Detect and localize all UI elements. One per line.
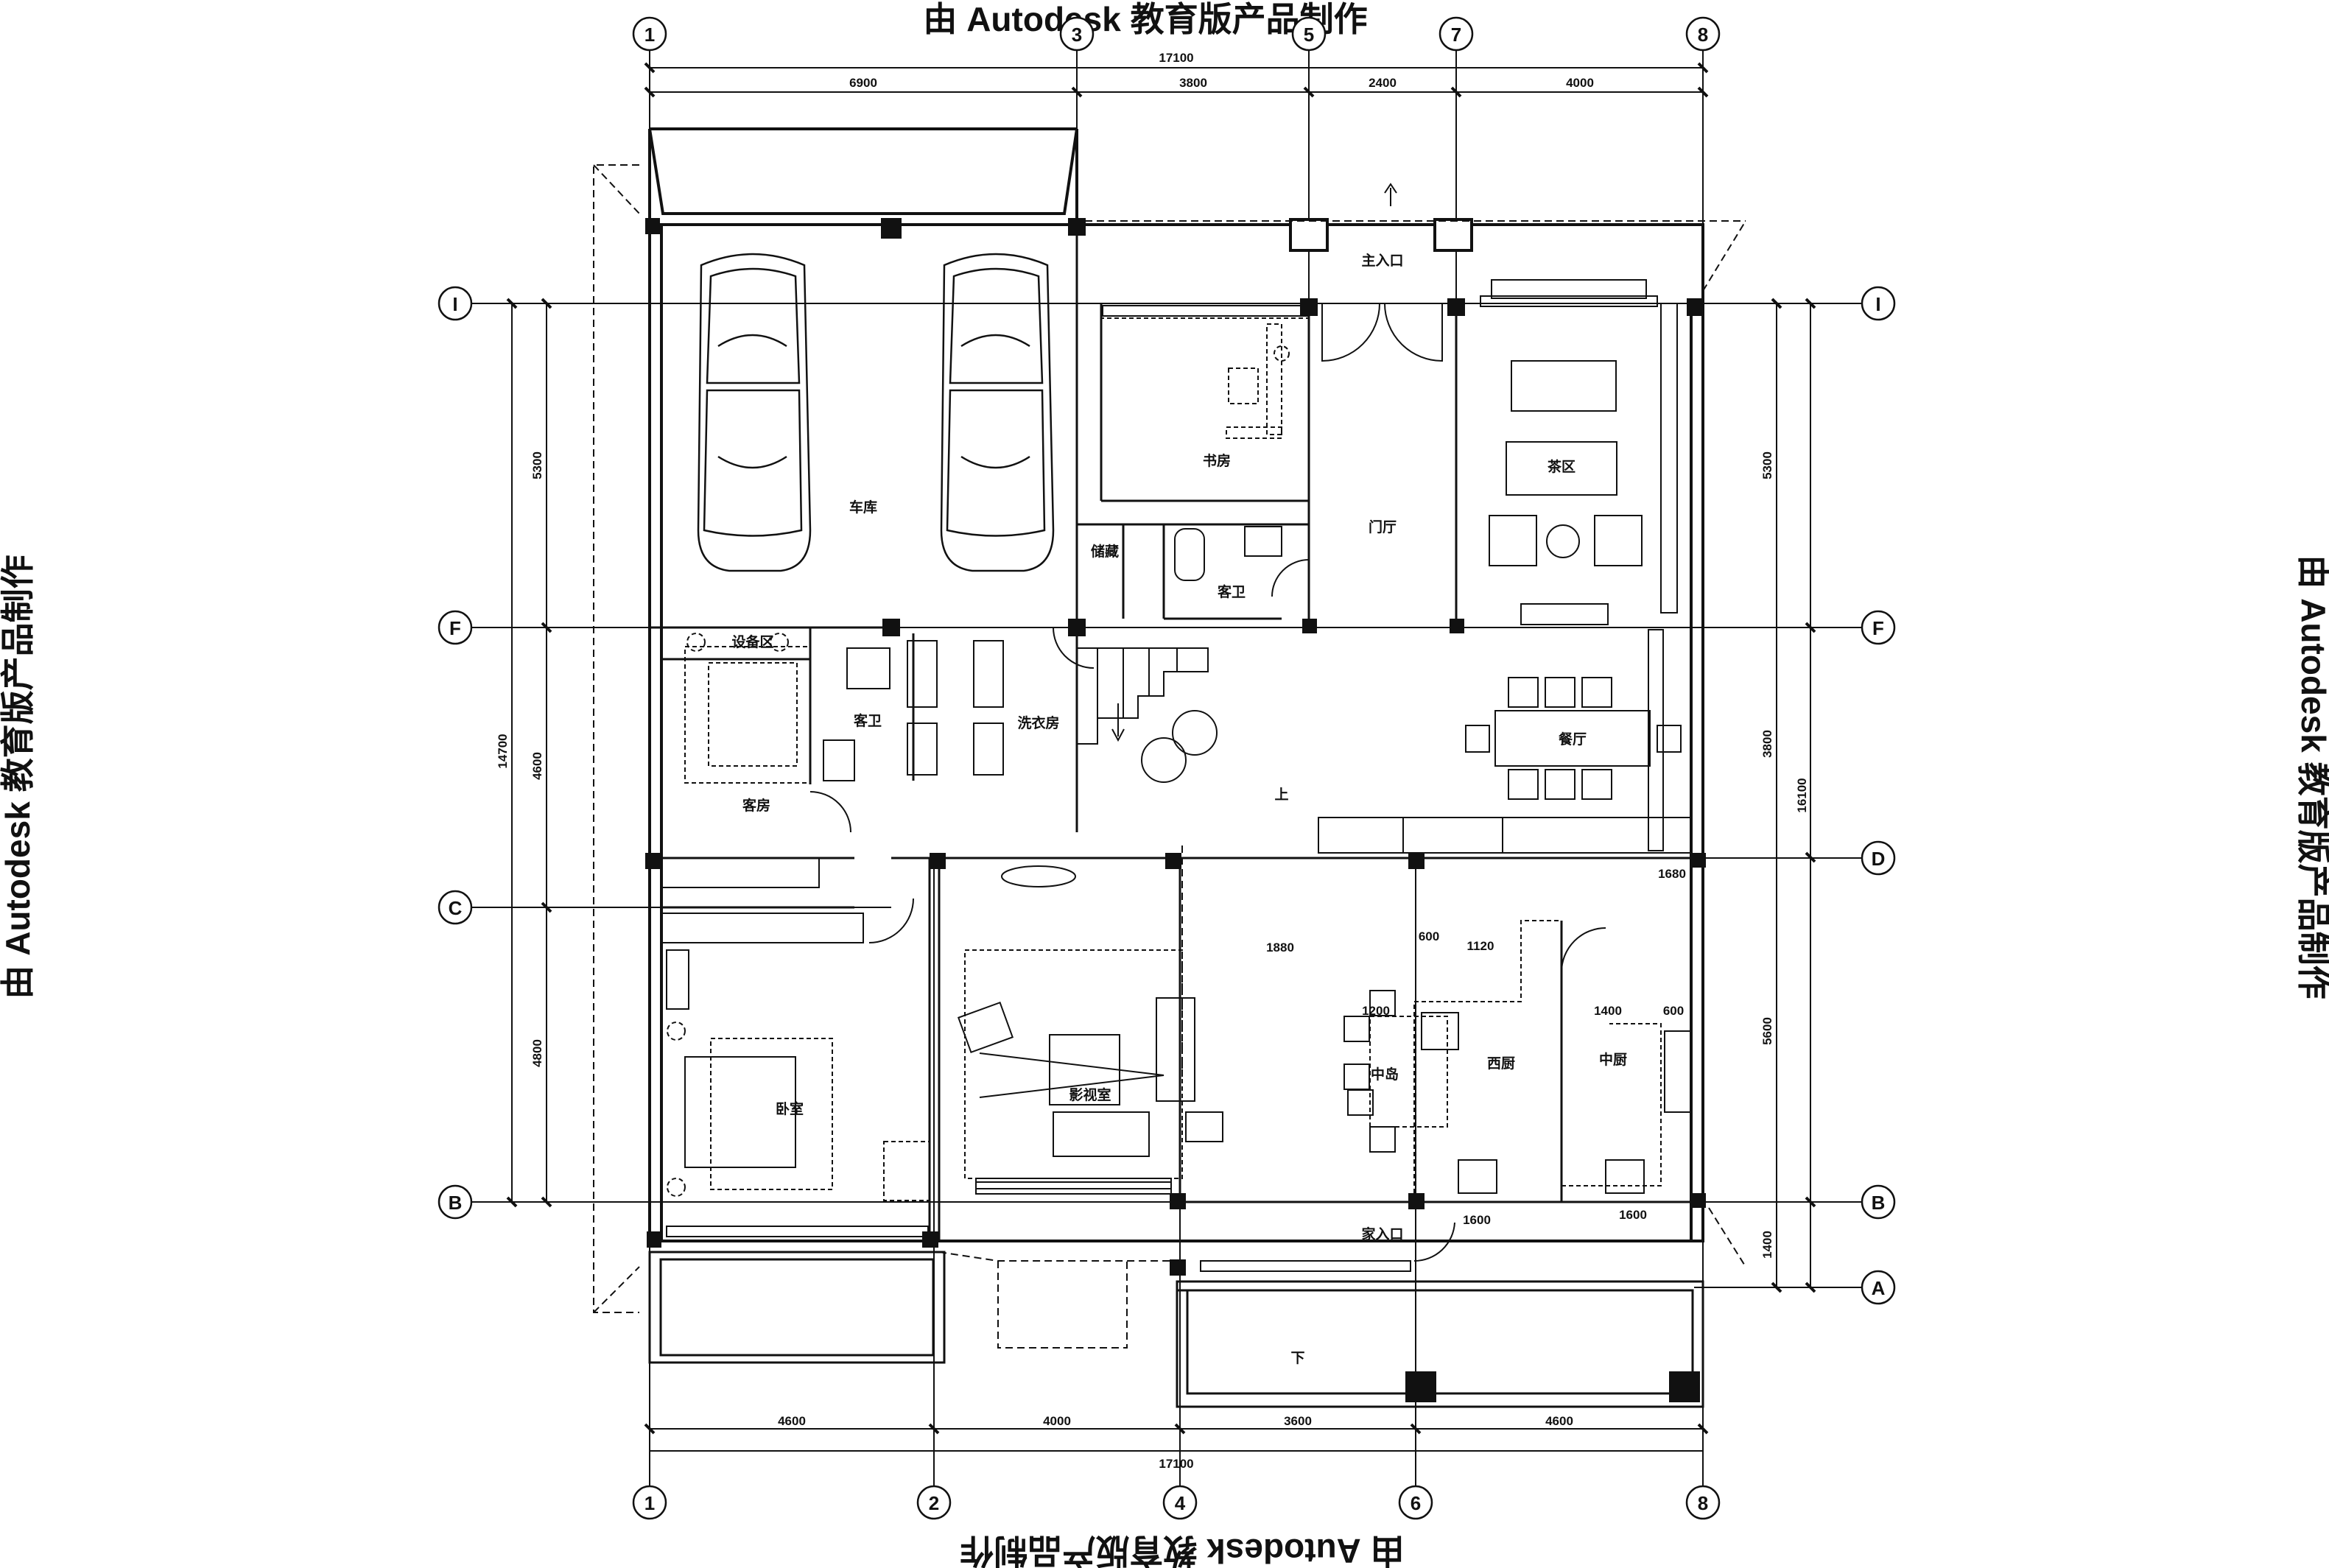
dim-inner: 1600: [1463, 1213, 1491, 1227]
room-label-equipment: 设备区: [731, 633, 773, 650]
watermark-left: 由 Autodesk 教育版产品制作: [0, 555, 37, 999]
dimension-labels: 17100 6900 3800 2400 4000 17100 4600 400…: [496, 51, 1809, 1471]
car-right: [940, 253, 1055, 572]
grid-label-bottom: 4: [1175, 1492, 1186, 1514]
grid-label-top: 7: [1451, 24, 1461, 46]
grid-label-row: F: [449, 617, 461, 639]
room-label-foyer: 门厅: [1369, 518, 1397, 535]
grid-label-row: I: [1875, 293, 1880, 315]
dim-inner: 1600: [1619, 1208, 1647, 1222]
dim-inner: 1400: [1594, 1004, 1622, 1018]
grid-bubble-labels: 1 3 5 7 8 1 2 4 6 8 I I F F D C B B A: [449, 24, 1886, 1514]
grid-label-bottom: 8: [1698, 1492, 1708, 1514]
dim-left-seg: 4600: [530, 752, 544, 780]
dim-inner: 600: [1663, 1004, 1684, 1018]
grid-label-row: B: [1872, 1192, 1886, 1214]
room-label-tea-area: 茶区: [1548, 458, 1576, 475]
dim-right-seg: 5300: [1760, 451, 1774, 479]
room-label-main-entrance: 主入口: [1361, 253, 1403, 269]
grid-label-row: B: [449, 1192, 463, 1214]
grid-label-row: F: [1872, 617, 1884, 639]
watermark-right: 由 Autodesk 教育版产品制作: [2294, 555, 2329, 999]
bedroom-curtain: [666, 1226, 929, 1237]
room-label-study: 书房: [1203, 452, 1231, 469]
grid-bubbles: [438, 16, 1896, 1520]
dim-left-seg: 4800: [530, 1039, 544, 1067]
guest-room-furniture: [660, 633, 864, 943]
room-label-laundry: 洗衣房: [1017, 714, 1059, 731]
dim-bottom-seg: 3600: [1284, 1414, 1312, 1428]
terraces: [648, 1251, 1704, 1408]
grid-lines: [471, 49, 1862, 1488]
sideboard: [1318, 817, 1691, 854]
dim-bottom-total: 17100: [1159, 1457, 1193, 1471]
dim-inner: 600: [1419, 929, 1439, 943]
doors: [809, 183, 1606, 1262]
grid-label-top: 3: [1072, 24, 1082, 46]
room-label-western-kitchen: 西厨: [1487, 1055, 1515, 1072]
exterior-walls: [648, 127, 1704, 1242]
grid-label-row: A: [1872, 1277, 1886, 1299]
dim-right-seg: 1400: [1760, 1231, 1774, 1259]
room-label-guest-bath: 客卫: [1218, 583, 1246, 600]
dim-top-total: 17100: [1159, 51, 1193, 65]
bedroom-furniture: [666, 949, 930, 1201]
dim-bottom-seg: 4000: [1043, 1414, 1071, 1428]
porch-outlines: [593, 164, 1746, 1349]
dim-top-seg: 3800: [1179, 76, 1207, 90]
island-furniture: [1343, 990, 1459, 1153]
room-label-stair-up: 上: [1274, 787, 1288, 803]
dim-inner: 1120: [1467, 939, 1494, 953]
dim-left-total: 14700: [496, 734, 510, 768]
room-label-island: 中岛: [1371, 1066, 1399, 1083]
structural-columns: [645, 218, 1706, 1402]
tea-area-furniture: [1489, 279, 1678, 625]
watermark-bottom: 由 Autodesk 教育版产品制作: [960, 1532, 1404, 1568]
dim-bottom-seg: 4600: [1545, 1414, 1573, 1428]
room-label-family-entrance: 家入口: [1361, 1226, 1403, 1242]
grid-label-row: D: [1872, 848, 1886, 870]
stair: [1077, 647, 1218, 783]
radiator-rows: [975, 295, 1658, 1272]
dimension-lines: [506, 62, 1816, 1452]
dim-top-seg: 2400: [1369, 76, 1397, 90]
room-label-garage: 车库: [849, 499, 877, 516]
entrance-posts: [1289, 218, 1473, 252]
room-label-storage: 储藏: [1091, 543, 1119, 560]
dim-top-seg: 6900: [849, 76, 877, 90]
grid-label-top: 8: [1698, 24, 1708, 46]
dining-furniture: [1465, 629, 1682, 851]
grid-label-row: I: [452, 293, 457, 315]
dim-right-seg: 5600: [1760, 1017, 1774, 1045]
dim-inner: 1880: [1266, 941, 1294, 954]
grid-label-bottom: 2: [929, 1492, 939, 1514]
grid-label-top: 5: [1304, 24, 1314, 46]
grid-label-row: C: [449, 897, 463, 919]
room-label-stair-down: 下: [1290, 1351, 1304, 1366]
study-furniture: [1100, 303, 1310, 439]
dim-right-total: 16100: [1795, 778, 1809, 812]
dim-bottom-seg: 4600: [778, 1414, 806, 1428]
dim-inner: 1680: [1658, 867, 1686, 881]
grid-label-bottom: 1: [644, 1492, 655, 1514]
car-left: [697, 253, 812, 572]
room-labels: 车库 书房 门厅 茶区 储藏 客卫 设备区 客卫 洗衣房 餐厅 客房 上 卧室 …: [731, 253, 1627, 1366]
dim-left-seg: 5300: [530, 451, 544, 479]
dim-top-seg: 4000: [1566, 76, 1594, 90]
room-label-chinese-kitchen: 中厨: [1599, 1051, 1627, 1068]
room-label-av-room: 影视室: [1069, 1086, 1111, 1103]
room-label-dining: 餐厅: [1559, 731, 1587, 748]
room-label-bedroom: 卧室: [776, 1100, 804, 1117]
av-room-furniture: [957, 865, 1223, 1195]
kitchen-counters: [1413, 920, 1692, 1200]
room-label-guest-bath-2: 客卫: [854, 712, 882, 729]
grid-label-top: 1: [644, 24, 655, 46]
bathroom-fixtures: [823, 526, 1282, 781]
grid-label-bottom: 6: [1411, 1492, 1421, 1514]
dim-inner: 1200: [1362, 1004, 1390, 1018]
dim-right-seg: 3800: [1760, 730, 1774, 758]
room-label-guest-room: 客房: [742, 797, 770, 814]
